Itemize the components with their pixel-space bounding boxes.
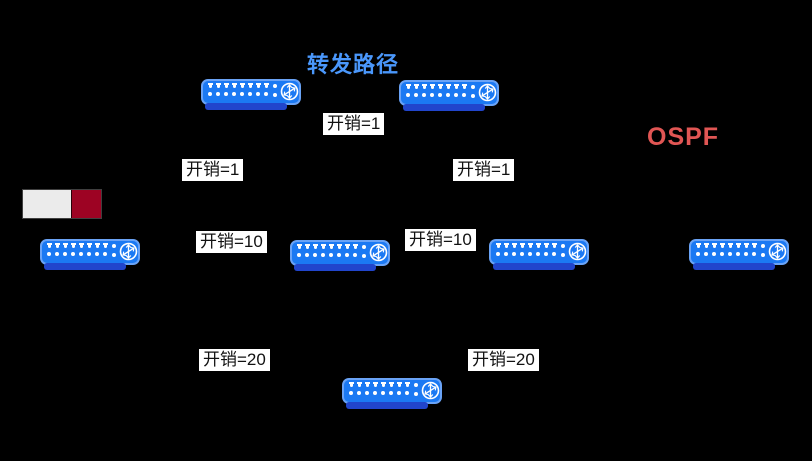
router-shadow xyxy=(693,263,775,270)
port-leds-row xyxy=(696,252,758,256)
ospf-label: OSPF xyxy=(647,123,720,151)
cost-label-upper-left: 开销=1 xyxy=(182,159,244,181)
port-connectors-row xyxy=(406,84,468,91)
port-connectors-row xyxy=(349,382,411,389)
router-ports xyxy=(297,244,359,257)
cost-label-lower-left: 开销=20 xyxy=(199,349,270,371)
router-icon[interactable] xyxy=(399,80,499,111)
cost-label-top: 开销=1 xyxy=(323,113,385,135)
router-shadow xyxy=(403,104,485,111)
crossed-arrows-icon xyxy=(280,82,299,101)
legend-white-block xyxy=(23,190,71,218)
router-icon[interactable] xyxy=(489,239,589,270)
router-shadow xyxy=(294,264,376,271)
router-icon[interactable] xyxy=(40,239,140,270)
status-dots xyxy=(112,244,116,257)
status-dots xyxy=(761,244,765,257)
status-dots xyxy=(362,245,366,258)
router-shadow xyxy=(205,103,287,110)
port-connectors-row xyxy=(496,243,558,250)
legend-fragment xyxy=(22,189,102,219)
router-icon[interactable] xyxy=(290,240,390,271)
cost-label-mid-right: 开销=10 xyxy=(405,229,476,251)
crossed-arrows-icon xyxy=(421,381,440,400)
port-leds-row xyxy=(208,92,270,96)
crossed-arrows-icon xyxy=(478,83,497,102)
crossed-arrows-icon xyxy=(568,242,587,261)
crossed-arrows-icon xyxy=(768,242,787,261)
router-ports xyxy=(696,243,758,256)
router-ports xyxy=(208,83,270,96)
router-icon[interactable] xyxy=(689,239,789,270)
cost-label-lower-right: 开销=20 xyxy=(468,349,539,371)
port-leds-row xyxy=(47,252,109,256)
router-ports xyxy=(496,243,558,256)
status-dots xyxy=(471,85,475,98)
status-dots xyxy=(414,383,418,396)
cost-label-mid-left: 开销=10 xyxy=(196,231,267,253)
router-icon[interactable] xyxy=(201,79,301,110)
cost-label-upper-right: 开销=1 xyxy=(453,159,515,181)
port-connectors-row xyxy=(696,243,758,250)
forwarding-path-title: 转发路径 xyxy=(307,52,400,77)
router-shadow xyxy=(44,263,126,270)
router-shadow xyxy=(346,402,428,409)
port-connectors-row xyxy=(47,243,109,250)
router-ports xyxy=(349,382,411,395)
router-ports xyxy=(47,243,109,256)
status-dots xyxy=(273,84,277,97)
port-leds-row xyxy=(496,252,558,256)
router-ports xyxy=(406,84,468,97)
port-leds-row xyxy=(406,93,468,97)
crossed-arrows-icon xyxy=(369,243,388,262)
port-leds-row xyxy=(349,391,411,395)
port-connectors-row xyxy=(297,244,359,251)
router-shadow xyxy=(493,263,575,270)
crossed-arrows-icon xyxy=(119,242,138,261)
port-leds-row xyxy=(297,253,359,257)
router-icon[interactable] xyxy=(342,378,442,409)
port-connectors-row xyxy=(208,83,270,90)
status-dots xyxy=(561,244,565,257)
legend-red-block xyxy=(71,190,101,218)
